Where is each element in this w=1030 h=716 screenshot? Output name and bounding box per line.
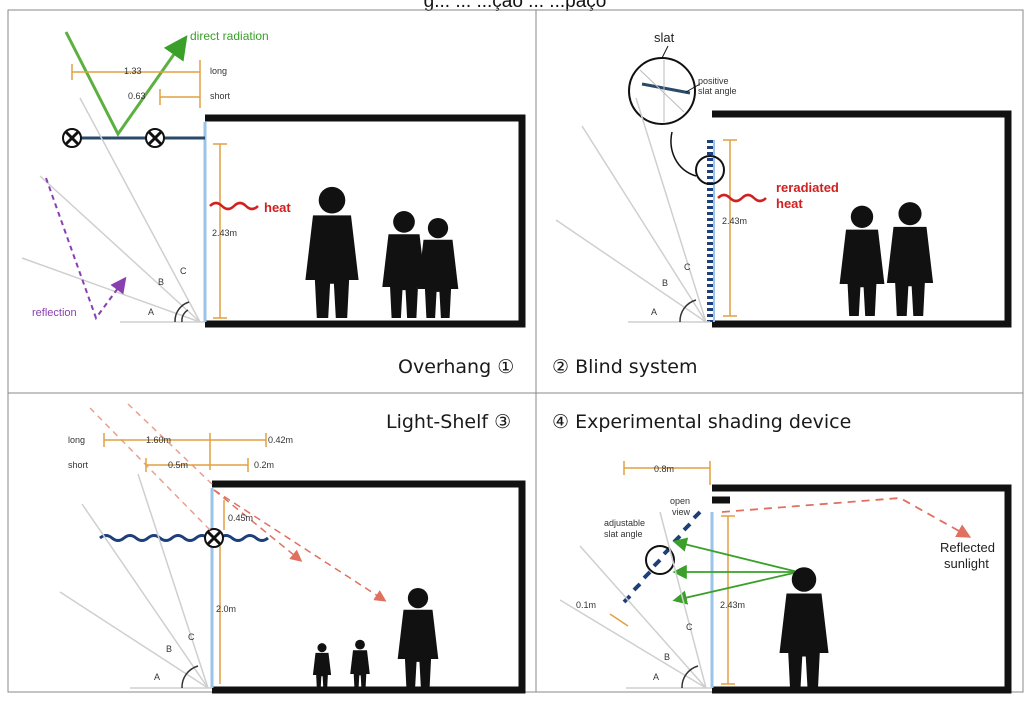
- dim-long-out: 1.60m: [146, 435, 171, 445]
- figure-header-title: g... ... ...ção ... ...paço: [423, 0, 607, 12]
- pivot-icon: [62, 128, 165, 148]
- dim-slat-label: 0.1m: [576, 600, 596, 610]
- angle-b: B: [662, 278, 668, 288]
- height-label: 2.43m: [720, 600, 745, 610]
- dim-top-label: 0.8m: [654, 464, 674, 474]
- height-label: 2.43m: [722, 216, 747, 226]
- positive-slat-angle-label-2: slat angle: [698, 86, 737, 96]
- shelf-height-label: 0.45m: [228, 513, 253, 523]
- reflected-label-1: Reflected: [940, 540, 995, 555]
- angle-b: B: [158, 277, 164, 287]
- reflected-sunlight-arrow: [721, 497, 972, 538]
- caption-light-shelf: Light-Shelf ③: [386, 411, 511, 433]
- dim-short-out: 0.5m: [168, 460, 188, 470]
- caption-overhang: Overhang ①: [398, 356, 514, 378]
- angle-a: A: [148, 307, 154, 317]
- reflection-label: reflection: [32, 307, 77, 319]
- header-strip: g... ... ...ção ... ...paço: [0, 0, 1030, 14]
- dim-short-in: 0.2m: [254, 460, 274, 470]
- angle-c: C: [684, 262, 691, 272]
- panel-experimental-shading-device: adjustable slat angle open view 0.8m 2.4…: [552, 411, 1012, 694]
- caption-experimental-shading-device: ④ Experimental shading device: [552, 411, 851, 433]
- adjustable-label-1: adjustable: [604, 518, 645, 528]
- person-silhouette: [779, 567, 829, 688]
- people-silhouettes: [839, 202, 934, 316]
- angle-b: B: [664, 652, 670, 662]
- open-view-label-2: view: [672, 507, 691, 517]
- angle-c: C: [686, 622, 693, 632]
- reflected-label-2: sunlight: [944, 556, 989, 571]
- height-label: 2.0m: [216, 604, 236, 614]
- reradiated-label-1: reradiated: [776, 180, 839, 195]
- angle-a: A: [154, 672, 160, 682]
- heat-label: heat: [264, 200, 291, 215]
- pivot-icon: [204, 528, 224, 548]
- short-label: short: [210, 91, 231, 101]
- angle-a: A: [653, 672, 659, 682]
- angle-c: C: [180, 266, 187, 276]
- height-label: 2.43m: [212, 228, 237, 238]
- direct-radiation-arrow: [64, 31, 188, 137]
- panel-blind-system: slat positive slat angle A B C 2.43m rer…: [552, 30, 1012, 378]
- long-label: long: [210, 66, 227, 76]
- slat-label: slat: [654, 30, 675, 45]
- room-outline: [212, 480, 526, 694]
- long-label: long: [68, 435, 85, 445]
- blind-zoom-circle: [695, 155, 725, 185]
- caption-blind-system: ② Blind system: [552, 356, 698, 378]
- positive-slat-angle-label-1: positive: [698, 76, 729, 86]
- room-outline: [712, 110, 1012, 328]
- angle-b: B: [166, 644, 172, 654]
- people-silhouettes: [312, 587, 439, 688]
- panel-borders: [7, 9, 1024, 693]
- dim-long-value: 1.33: [124, 66, 142, 76]
- direct-radiation-label: direct radiation: [190, 29, 269, 43]
- short-label: short: [68, 460, 89, 470]
- angle-a: A: [651, 307, 657, 317]
- heat-wave: [209, 201, 259, 211]
- dim-long-in: 0.42m: [268, 435, 293, 445]
- angle-c: C: [188, 632, 195, 642]
- open-view-label-1: open: [670, 496, 690, 506]
- people-silhouettes: [305, 186, 459, 318]
- reflection-arrow: [45, 177, 127, 321]
- light-shelf: [99, 534, 269, 542]
- reradiated-heat-wave: [717, 193, 767, 203]
- room-outline: [712, 484, 1012, 694]
- adjustable-label-2: slat angle: [604, 529, 643, 539]
- panel-overhang: direct radiation 1.33 0.63 long short 2.…: [21, 29, 526, 378]
- slat-detail-circle: [645, 545, 675, 575]
- room-outline: [205, 114, 526, 328]
- dim-short-value: 0.63: [128, 91, 146, 101]
- panel-light-shelf: long short 1.60m 0.42m 0.5m 0.2m 0.45m 2…: [59, 403, 526, 694]
- reradiated-label-2: heat: [776, 196, 803, 211]
